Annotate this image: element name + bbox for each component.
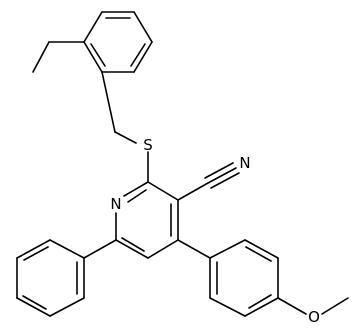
sulfur-atom-label: S xyxy=(143,136,153,154)
nitrile-nitrogen-label: N xyxy=(239,154,250,172)
ether-oxygen-label: O xyxy=(308,308,320,326)
bond xyxy=(83,41,103,73)
nitrile-triple-bond xyxy=(210,172,240,189)
anisyl-bond xyxy=(177,239,211,259)
tolyl-ring xyxy=(83,11,153,73)
methylene-bond xyxy=(101,71,116,133)
bond-double-inner xyxy=(23,246,49,261)
bond xyxy=(49,239,85,259)
bond xyxy=(209,297,246,317)
methoxy-bond xyxy=(277,297,307,315)
bond xyxy=(16,297,51,317)
bond xyxy=(16,239,51,259)
methoxy-bond xyxy=(321,297,349,315)
nitrile-triple-bond xyxy=(207,167,237,184)
bond xyxy=(209,239,246,259)
nitrile-triple-bond xyxy=(204,162,234,179)
bond-double-inner xyxy=(130,43,146,67)
bond xyxy=(83,11,103,43)
bond xyxy=(49,297,85,317)
bond xyxy=(244,239,279,259)
bond-double-inner xyxy=(248,294,272,309)
bond xyxy=(115,239,149,259)
bond xyxy=(244,297,279,317)
bond xyxy=(123,181,149,197)
pyridine-nitrogen-label: N xyxy=(110,195,121,213)
bond-double-inner xyxy=(90,43,106,67)
bond-double-inner xyxy=(121,237,145,252)
phenyl-ring xyxy=(16,239,85,317)
methylene-bond xyxy=(114,131,137,144)
bond xyxy=(133,11,153,43)
nitrile-bond xyxy=(177,182,209,201)
bond xyxy=(133,41,153,73)
phenyl-bond xyxy=(83,239,117,259)
bond-double-inner xyxy=(22,295,47,310)
bond xyxy=(147,181,179,201)
bond-double-inner xyxy=(127,189,147,203)
bond xyxy=(147,239,179,259)
pyridine-ring xyxy=(115,181,179,259)
bond-double-inner xyxy=(245,246,272,262)
methyl-bond xyxy=(32,41,50,73)
methoxyphenyl-ring xyxy=(209,239,279,317)
